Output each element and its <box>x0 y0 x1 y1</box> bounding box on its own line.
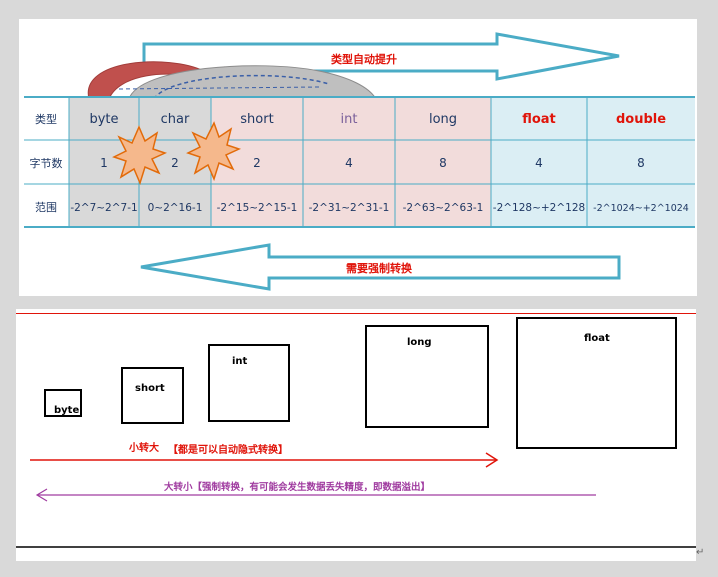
small-to-big-label: 小转大 <box>129 443 159 454</box>
big-to-small-label: 大转小【强制转换，有可能会发生数据丢失精度，即数据溢出】 <box>164 482 431 493</box>
auto-promotion-label: 类型自动提升 <box>331 52 397 66</box>
size-comparison-panel: byte short int long float 小转大 【都是可以自动隐式转… <box>16 309 696 561</box>
bottom-arrows-svg <box>16 452 696 548</box>
box-int: int <box>208 344 290 422</box>
range-int: -2^31~2^31-1 <box>309 202 390 214</box>
forced-cast-arrow <box>140 243 621 291</box>
box-label-int: int <box>232 356 248 367</box>
explosion-icon <box>186 121 242 182</box>
bytes-byte: 1 <box>100 156 108 170</box>
box-label-byte: byte <box>54 405 80 416</box>
box-long: long <box>365 325 489 428</box>
bytes-float: 4 <box>535 156 543 170</box>
box-label-short: short <box>135 383 165 394</box>
row-header-range: 范围 <box>35 200 57 214</box>
explosion-icon <box>112 125 168 186</box>
forced-cast-label: 需要强制转换 <box>346 261 413 275</box>
type-name-float: float <box>522 112 556 127</box>
range-long: -2^63~2^63-1 <box>403 202 484 214</box>
top-red-rule <box>16 313 696 314</box>
row-header-type: 类型 <box>35 112 57 126</box>
type-name-long: long <box>429 112 457 127</box>
range-short: -2^15~2^15-1 <box>217 202 298 214</box>
range-byte: -2^7~2^7-1 <box>70 202 137 214</box>
type-name-int: int <box>341 112 358 127</box>
bytes-char: 2 <box>171 156 179 170</box>
type-name-byte: byte <box>89 112 118 127</box>
box-byte: byte <box>44 389 82 417</box>
curve-arrow-grey <box>128 65 377 100</box>
type-name-short: short <box>240 112 273 127</box>
box-label-long: long <box>407 337 432 348</box>
type-name-char: char <box>161 112 190 127</box>
box-float: float <box>516 317 677 449</box>
type-name-double: double <box>616 112 666 127</box>
return-mark-icon: ↵ <box>696 547 705 558</box>
type-promotion-diagram: 类型自动提升 类型 字节数 范围 byte char <box>19 19 697 296</box>
range-float: -2^128~+2^128 <box>493 202 585 214</box>
range-char: 0~2^16-1 <box>148 202 203 214</box>
range-double: -2^1024~+2^1024 <box>593 203 689 214</box>
dashed-curve <box>153 74 330 100</box>
bytes-short: 2 <box>253 156 261 170</box>
small-to-big-note: 【都是可以自动隐式转换】 <box>168 445 288 456</box>
row-header-bytes: 字节数 <box>30 156 63 170</box>
bytes-int: 4 <box>345 156 353 170</box>
type-promotion-svg: 类型自动提升 类型 字节数 范围 byte char <box>24 32 695 291</box>
dashed-curve-2 <box>118 86 320 90</box>
box-short: short <box>121 367 184 424</box>
box-label-float: float <box>584 333 610 344</box>
bytes-long: 8 <box>439 156 447 170</box>
bytes-double: 8 <box>637 156 645 170</box>
